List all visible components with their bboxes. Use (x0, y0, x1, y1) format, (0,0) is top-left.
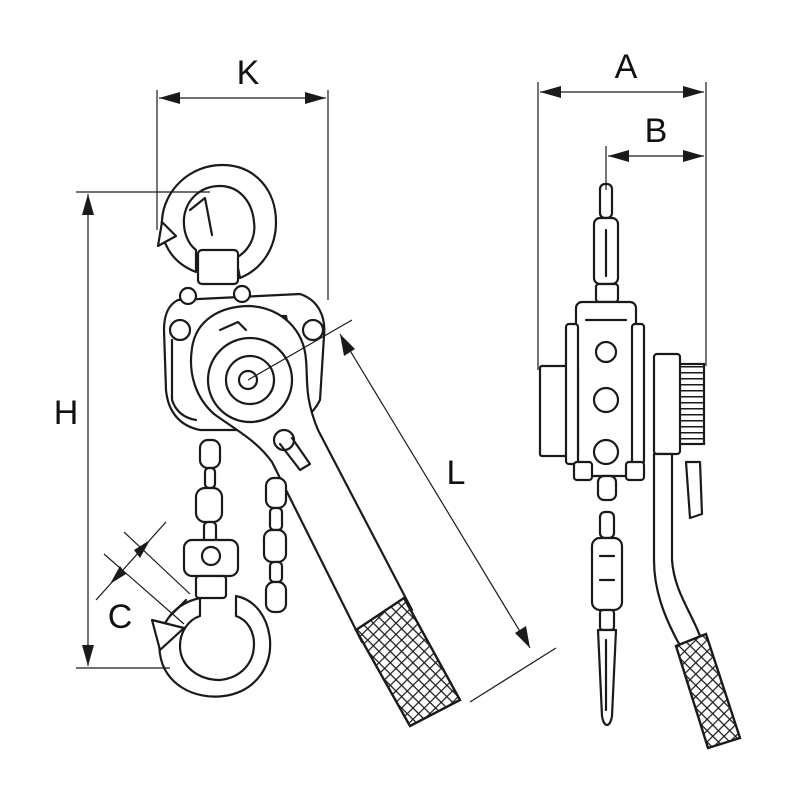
dimension-k: K (156, 54, 329, 300)
label-c: C (108, 598, 133, 636)
label-b: B (645, 112, 668, 150)
side-body (538, 300, 646, 482)
label-h: H (54, 394, 79, 432)
label-k: K (237, 54, 260, 92)
lever-handle (189, 304, 414, 644)
top-hook (156, 163, 278, 286)
bottom-hook (150, 538, 272, 698)
side-view: A B (537, 48, 742, 750)
dimension-a: A (537, 48, 707, 370)
dimension-l: L (247, 319, 557, 703)
side-top-hook (592, 182, 620, 304)
dimension-h: H (54, 191, 210, 669)
dimension-b: B (605, 112, 704, 190)
side-ratchet-wheel (652, 352, 706, 456)
load-chain-left (194, 438, 224, 546)
hand-chain-right (262, 476, 288, 614)
dimension-c: C (95, 521, 191, 636)
label-l: L (447, 454, 466, 492)
front-view: K H L C (54, 54, 557, 728)
lever-grip (354, 596, 462, 728)
label-a: A (615, 48, 638, 86)
side-bottom-hook (590, 474, 624, 727)
side-lever-grip (674, 632, 742, 750)
